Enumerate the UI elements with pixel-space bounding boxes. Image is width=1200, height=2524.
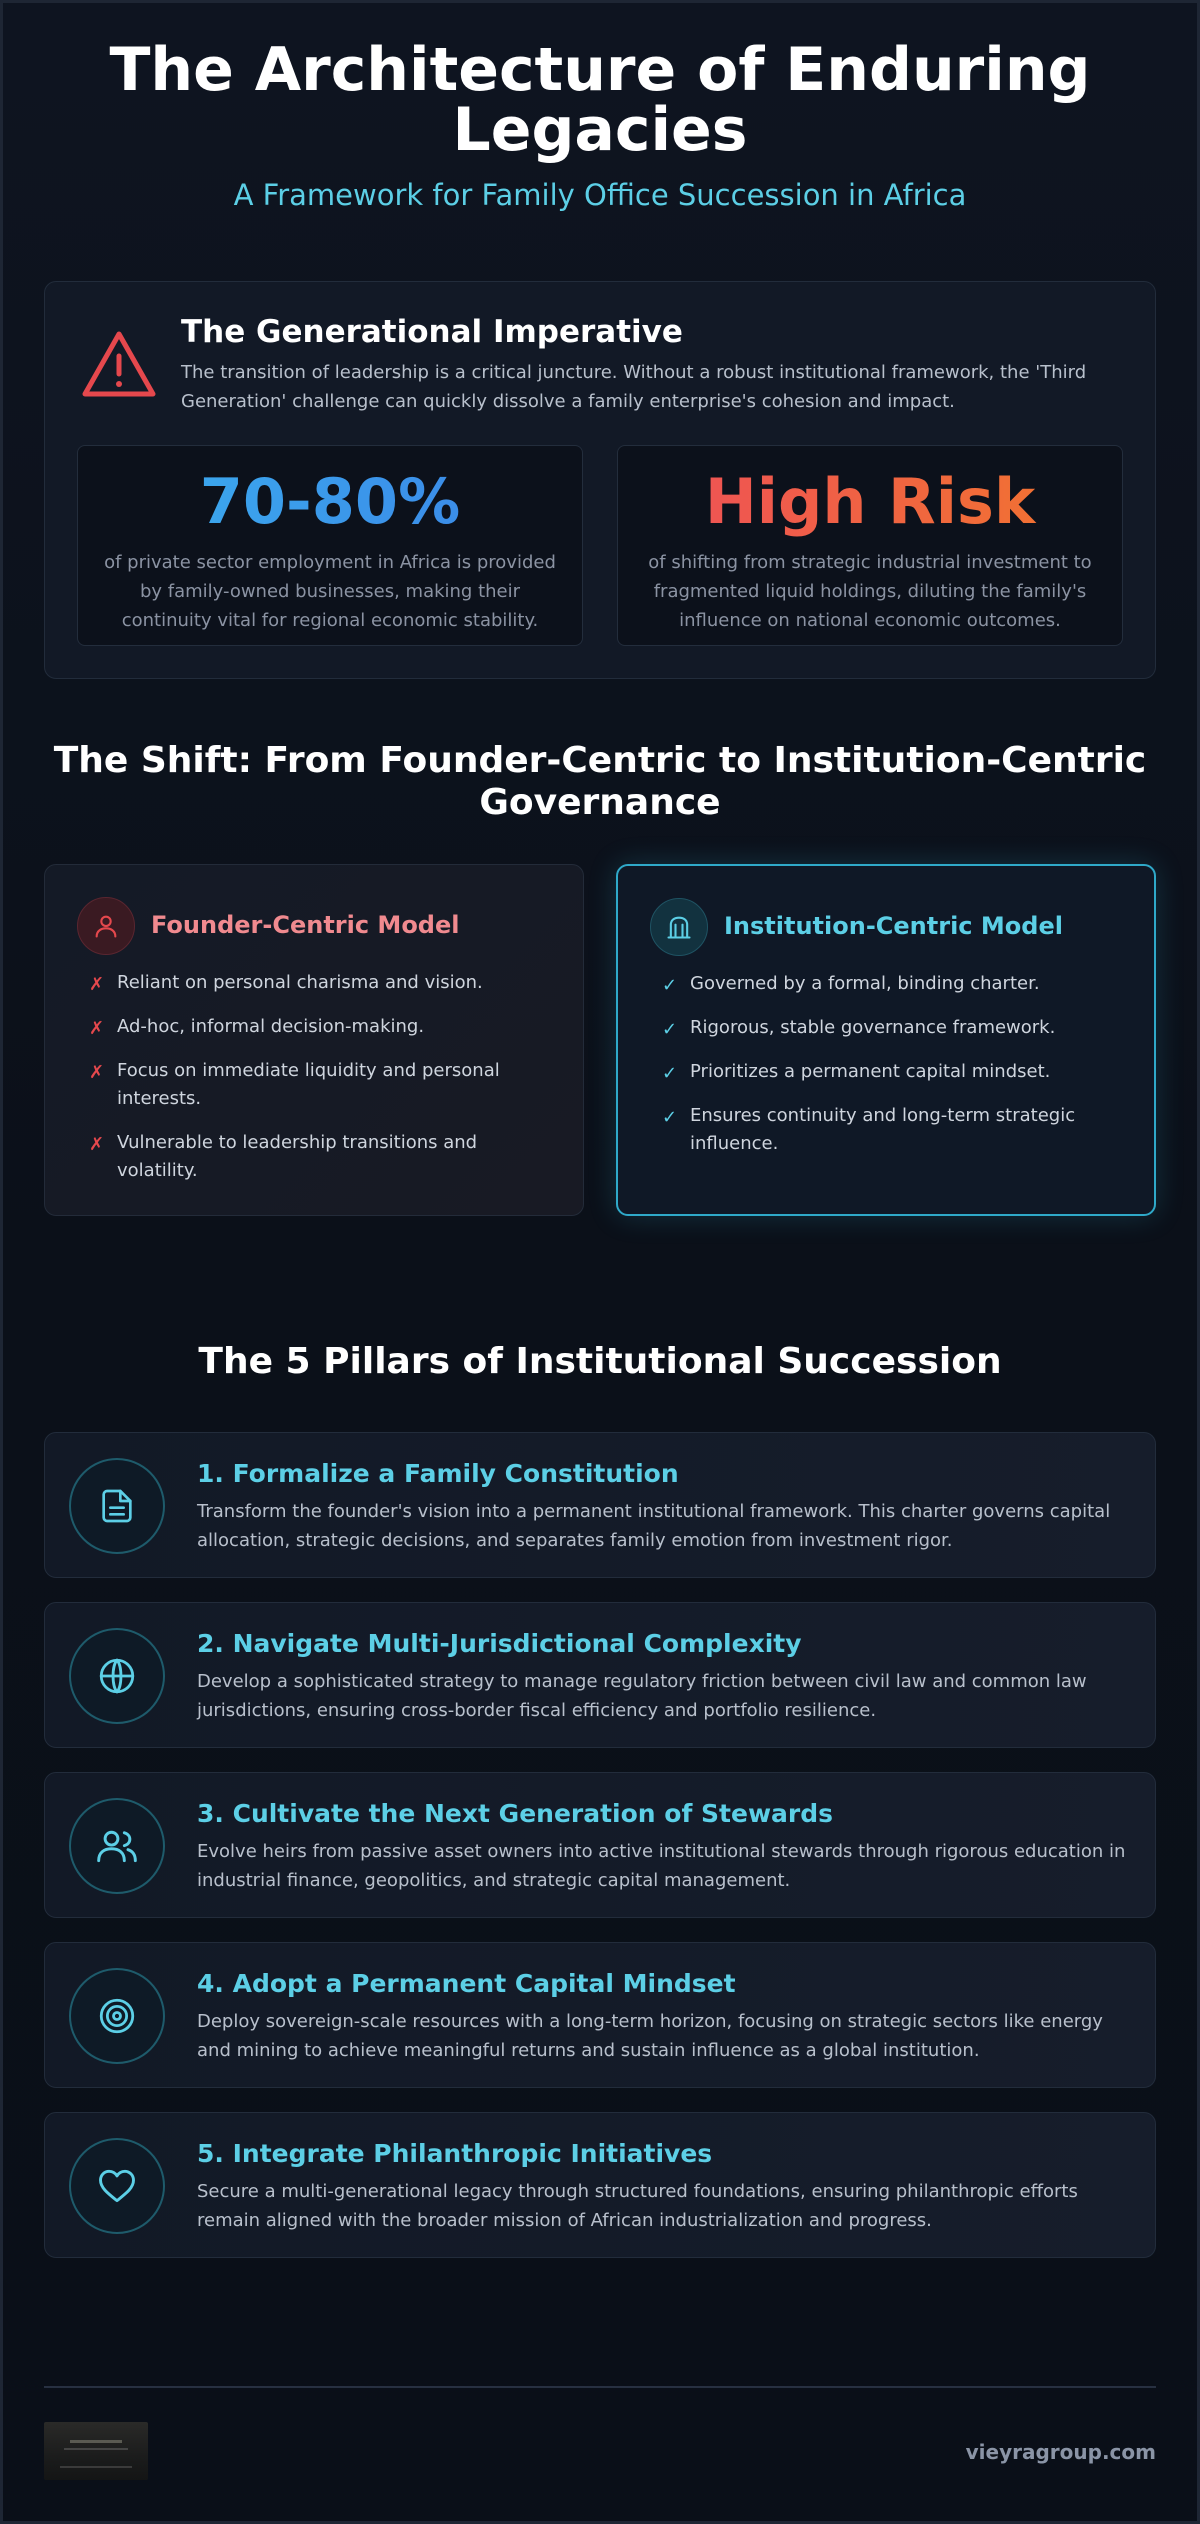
founder-model-list: ✗Reliant on personal charisma and vision… <box>89 969 559 1201</box>
check-icon: ✓ <box>662 1019 678 1040</box>
page-title: The Architecture of Enduring Legacies <box>109 35 1091 165</box>
institution-model-card: Institution-Centric Model ✓Governed by a… <box>616 864 1156 1216</box>
pillars-section-title: The 5 Pillars of Institutional Successio… <box>198 1341 1002 1382</box>
list-item: ✓Governed by a formal, binding charter. <box>662 970 1132 998</box>
institution-model-list: ✓Governed by a formal, binding charter. … <box>662 970 1132 1174</box>
document-icon <box>69 1458 165 1554</box>
pillar-title: 1. Formalize a Family Constitution <box>197 1459 679 1488</box>
pillar-text: Secure a multi-generational legacy throu… <box>197 2181 1078 2231</box>
list-item: ✗Focus on immediate liquidity and person… <box>89 1060 500 1109</box>
pillar-card-constitution: 1. Formalize a Family Constitution Trans… <box>44 1432 1156 1578</box>
pillar-text: Transform the founder's vision into a pe… <box>197 1501 1111 1551</box>
footer-divider <box>44 2386 1156 2388</box>
footer-website-link[interactable]: vieyragroup.com <box>965 2440 1156 2464</box>
heart-icon <box>69 2138 165 2234</box>
page-subtitle: A Framework for Family Office Succession… <box>233 178 967 212</box>
stat-description: of private sector employment in Africa i… <box>104 552 556 631</box>
pillar-title: 5. Integrate Philanthropic Initiatives <box>197 2139 713 2168</box>
institution-model-title: Institution-Centric Model <box>724 912 1063 940</box>
globe-icon <box>69 1628 165 1724</box>
cross-icon: ✗ <box>89 1018 105 1039</box>
cross-icon: ✗ <box>89 1134 105 1155</box>
list-item: ✓Rigorous, stable governance framework. <box>662 1014 1132 1042</box>
pillar-title: 3. Cultivate the Next Generation of Stew… <box>197 1799 834 1828</box>
page-header: The Architecture of Enduring Legacies A … <box>0 40 1200 212</box>
shift-section-title: The Shift: From Founder-Centric to Insti… <box>53 740 1147 823</box>
list-item: ✗Ad-hoc, informal decision-making. <box>89 1013 559 1041</box>
imperative-card: The Generational Imperative The transiti… <box>44 281 1156 679</box>
pillar-title: 2. Navigate Multi-Jurisdictional Complex… <box>197 1629 802 1658</box>
person-icon <box>77 897 135 955</box>
stat-card-employment: 70-80% of private sector employment in A… <box>77 445 583 646</box>
pillar-card-philanthropy: 5. Integrate Philanthropic Initiatives S… <box>44 2112 1156 2258</box>
institution-icon <box>650 898 708 956</box>
pillar-text: Develop a sophisticated strategy to mana… <box>197 1671 1087 1721</box>
stat-value: 70-80% <box>78 466 582 538</box>
footer-thumbnail-image <box>44 2422 148 2480</box>
pillar-title: 4. Adopt a Permanent Capital Mindset <box>197 1969 736 1998</box>
pillar-text: Evolve heirs from passive asset owners i… <box>197 1841 1126 1891</box>
imperative-title: The Generational Imperative <box>181 314 683 350</box>
check-icon: ✓ <box>662 975 678 996</box>
pillar-card-capital: 4. Adopt a Permanent Capital Mindset Dep… <box>44 1942 1156 2088</box>
list-item: ✗Reliant on personal charisma and vision… <box>89 969 559 997</box>
pillar-card-jurisdiction: 2. Navigate Multi-Jurisdictional Complex… <box>44 1602 1156 1748</box>
check-icon: ✓ <box>662 1107 678 1128</box>
imperative-text: The transition of leadership is a critic… <box>181 362 1087 412</box>
cross-icon: ✗ <box>89 974 105 995</box>
list-item: ✓Prioritizes a permanent capital mindset… <box>662 1058 1132 1086</box>
stat-card-risk: High Risk of shifting from strategic ind… <box>617 445 1123 646</box>
check-icon: ✓ <box>662 1063 678 1084</box>
stat-value: High Risk <box>618 466 1122 538</box>
cross-icon: ✗ <box>89 1062 105 1083</box>
pillar-card-stewards: 3. Cultivate the Next Generation of Stew… <box>44 1772 1156 1918</box>
list-item: ✗Vulnerable to leadership transitions an… <box>89 1132 478 1181</box>
stat-description: of shifting from strategic industrial in… <box>648 552 1092 631</box>
warning-triangle-icon <box>82 331 156 397</box>
founder-model-title: Founder-Centric Model <box>151 911 460 939</box>
founder-model-card: Founder-Centric Model ✗Reliant on person… <box>44 864 584 1216</box>
users-icon <box>69 1798 165 1894</box>
target-icon <box>69 1968 165 2064</box>
list-item: ✓Ensures continuity and long-term strate… <box>662 1105 1076 1154</box>
pillar-text: Deploy sovereign-scale resources with a … <box>197 2011 1103 2061</box>
